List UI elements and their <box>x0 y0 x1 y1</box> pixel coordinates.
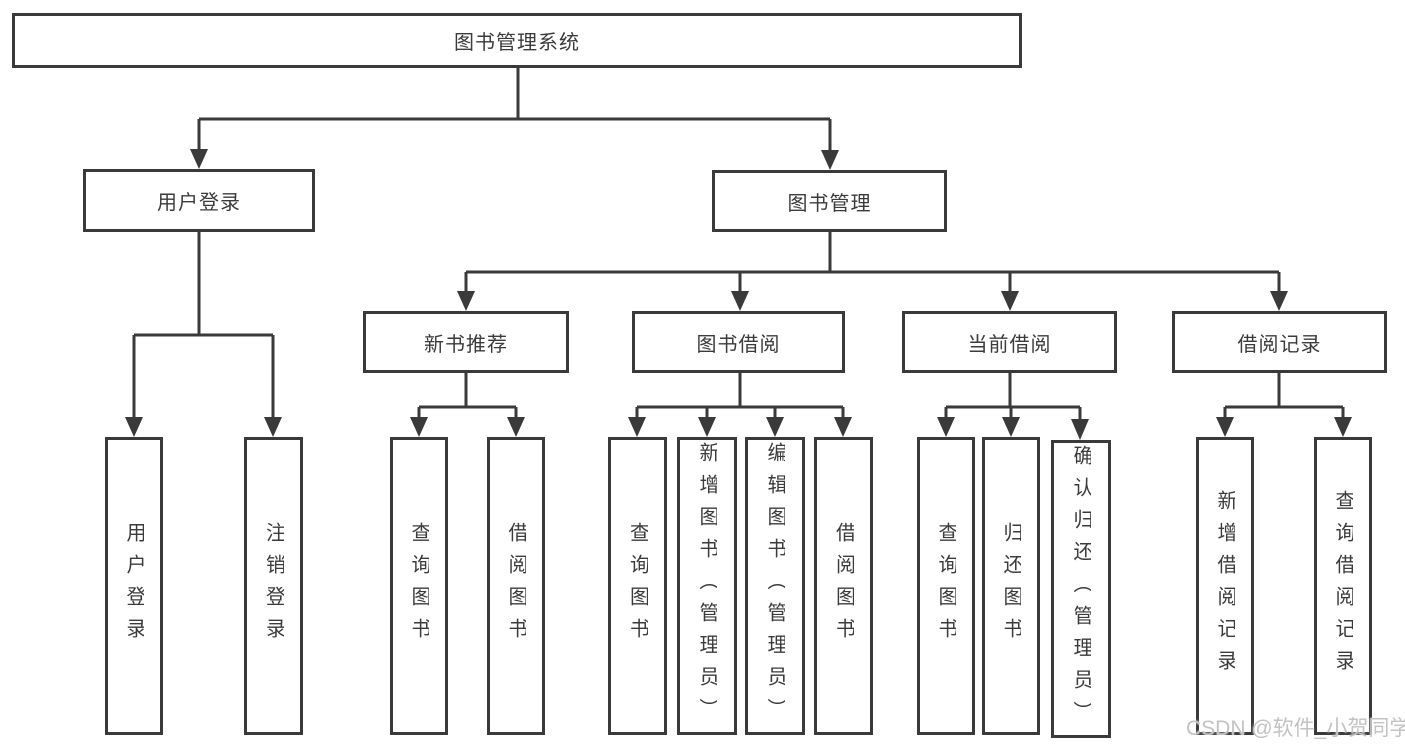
leaf-label: 注销登录 <box>263 522 284 650</box>
leaf-label: 查询图书 <box>627 522 648 650</box>
watermark: CSDN @软件_小贺同学 <box>1186 717 1405 740</box>
leaf-label: 查询图书 <box>936 522 956 650</box>
leaf-label: 新增图书（管理员） <box>697 442 717 730</box>
leaf-borrow-add-books-admin: 新增图书（管理员） <box>677 437 737 735</box>
node-current-borrow: 当前借阅 <box>902 311 1117 373</box>
connector-userlogin-to-leaves <box>132 232 275 419</box>
leaf-label: 新增借阅记录 <box>1215 490 1235 682</box>
arrow-down-icon <box>937 417 955 437</box>
leaf-label: 编辑图书（管理员） <box>765 442 785 730</box>
node-book-borrow: 图书借阅 <box>632 311 845 373</box>
connector-root-to-level2 <box>197 68 832 152</box>
leaf-label: 归还图书 <box>1001 522 1021 650</box>
leaf-newbook-query-books: 查询图书 <box>390 437 448 735</box>
leaf-borrow-edit-books-admin: 编辑图书（管理员） <box>745 437 805 735</box>
leaf-current-query-books: 查询图书 <box>917 437 975 735</box>
arrow-down-icon <box>1071 419 1089 440</box>
arrow-down-icon <box>507 417 525 437</box>
leaf-label: 用户登录 <box>124 522 144 650</box>
leaf-label: 确认归还（管理员） <box>1071 445 1091 733</box>
connector-borrowrecord-to-leaves <box>1223 373 1345 419</box>
arrow-down-icon <box>1001 291 1019 311</box>
leaf-borrow-query-books: 查询图书 <box>608 437 667 735</box>
connector-bookborrow-to-leaves <box>635 373 845 419</box>
arrow-down-icon <box>1002 417 1020 437</box>
connector-currentborrow-to-leaves <box>944 373 1082 419</box>
leaf-record-query-borrow-record: 查询借阅记录 <box>1314 437 1372 735</box>
arrow-down-icon <box>628 417 646 437</box>
arrow-down-icon <box>264 417 282 437</box>
leaf-newbook-borrow-books: 借阅图书 <box>487 437 545 735</box>
leaf-label: 查询图书 <box>409 522 429 650</box>
arrow-down-icon <box>1270 291 1288 311</box>
arrow-down-icon <box>125 417 143 437</box>
arrow-down-icon <box>190 149 208 169</box>
arrow-down-icon <box>457 291 475 311</box>
leaf-current-confirm-return-admin: 确认归还（管理员） <box>1051 440 1111 738</box>
arrow-down-icon <box>731 291 749 311</box>
leaf-label: 借阅图书 <box>833 522 854 650</box>
leaf-current-return-books: 归还图书 <box>982 437 1040 735</box>
leaf-user-login: 用户登录 <box>105 437 163 735</box>
node-borrow-record: 借阅记录 <box>1172 311 1387 373</box>
arrow-down-icon <box>834 417 852 437</box>
leaf-label: 查询借阅记录 <box>1333 490 1353 682</box>
node-book-management: 图书管理 <box>712 170 947 232</box>
leaf-label: 借阅图书 <box>506 522 526 650</box>
node-new-book-recommend: 新书推荐 <box>363 311 569 373</box>
leaf-logout-login: 注销登录 <box>244 437 303 735</box>
arrow-down-icon <box>410 417 428 437</box>
arrow-down-icon <box>1334 417 1352 437</box>
arrow-down-icon <box>766 417 784 437</box>
leaf-record-add-borrow-record: 新增借阅记录 <box>1196 437 1254 735</box>
node-root: 图书管理系统 <box>12 13 1022 68</box>
arrow-down-icon <box>698 417 716 437</box>
arrow-down-icon <box>821 150 839 170</box>
leaf-borrow-borrow-books: 借阅图书 <box>814 437 873 735</box>
connector-newbook-to-leaves <box>417 373 518 419</box>
connector-bookmgmt-to-level3 <box>464 232 1281 293</box>
arrow-down-icon <box>1216 417 1234 437</box>
node-user-login: 用户登录 <box>83 169 315 232</box>
